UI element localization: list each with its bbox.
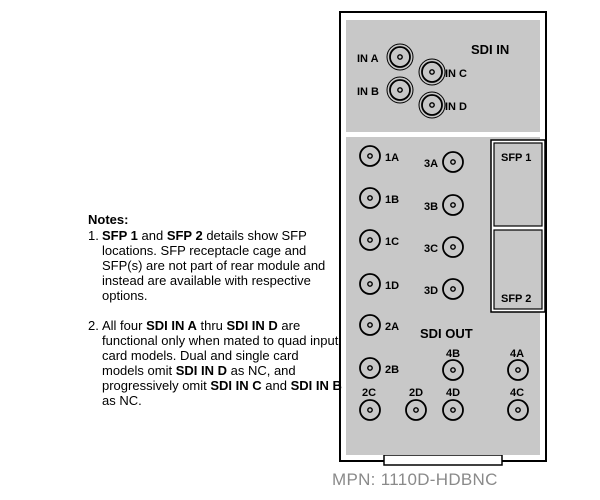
note-fragment: and bbox=[137, 228, 167, 243]
sdi-in-title: SDI IN bbox=[471, 42, 509, 57]
output-label-3c: 3C bbox=[424, 243, 438, 255]
bnc-out-4b bbox=[442, 359, 464, 381]
output-label-3b: 3B bbox=[424, 201, 438, 213]
bnc-out-2c bbox=[359, 399, 381, 421]
bnc-in-c bbox=[418, 58, 446, 86]
note-emphasis: SDI IN D bbox=[226, 318, 278, 333]
note-2: 2. All four SDI IN A thru SDI IN D are f… bbox=[88, 318, 344, 408]
bnc-out-2d bbox=[405, 399, 427, 421]
sfp-1-slot bbox=[493, 142, 543, 227]
bnc-out-3b bbox=[442, 194, 464, 216]
note-number: 1. bbox=[88, 228, 99, 243]
output-label-2b: 2B bbox=[385, 364, 399, 376]
bnc-in-d bbox=[418, 91, 446, 119]
input-label-d: IN D bbox=[445, 101, 467, 113]
output-label-3a: 3A bbox=[424, 158, 438, 170]
output-label-4c: 4C bbox=[510, 387, 524, 399]
sdi-in-area bbox=[346, 20, 540, 132]
note-fragment: and bbox=[261, 378, 291, 393]
note-emphasis: SDI IN D bbox=[175, 363, 227, 378]
bnc-out-1c bbox=[359, 229, 381, 251]
output-label-2a: 2A bbox=[385, 321, 399, 333]
bnc-out-2b bbox=[359, 357, 381, 379]
bnc-out-3d bbox=[442, 278, 464, 300]
note-text: SFP 1 and SFP 2 details show SFP locatio… bbox=[102, 228, 344, 303]
output-label-1a: 1A bbox=[385, 152, 399, 164]
bnc-in-a bbox=[386, 43, 414, 71]
bnc-out-4a bbox=[507, 359, 529, 381]
sfp-2-label: SFP 2 bbox=[501, 293, 531, 305]
bnc-out-3a bbox=[442, 151, 464, 173]
output-label-1c: 1C bbox=[385, 236, 399, 248]
note-fragment: All four bbox=[102, 318, 147, 333]
output-label-3d: 3D bbox=[424, 285, 438, 297]
sdi-out-title: SDI OUT bbox=[420, 326, 473, 341]
output-label-1d: 1D bbox=[385, 280, 399, 292]
note-fragment: as NC. bbox=[102, 393, 142, 408]
input-label-b: IN B bbox=[357, 86, 379, 98]
output-label-4d: 4D bbox=[446, 387, 460, 399]
bnc-out-4c bbox=[507, 399, 529, 421]
output-label-4a: 4A bbox=[510, 348, 524, 360]
output-label-1b: 1B bbox=[385, 194, 399, 206]
note-emphasis: SDI IN C bbox=[210, 378, 262, 393]
note-fragment: details show SFP locations. SFP receptac… bbox=[102, 228, 326, 303]
bnc-out-1a bbox=[359, 145, 381, 167]
note-text: All four SDI IN A thru SDI IN D are func… bbox=[102, 318, 344, 408]
bnc-out-3c bbox=[442, 236, 464, 258]
note-emphasis: SDI IN B bbox=[290, 378, 342, 393]
module-bottom-tab bbox=[383, 454, 503, 466]
sfp-2-slot bbox=[493, 229, 543, 310]
note-fragment: are functional only when mated to quad i… bbox=[102, 318, 339, 378]
note-emphasis: SFP 1 bbox=[102, 228, 138, 243]
note-emphasis: SDI IN A bbox=[146, 318, 197, 333]
note-1: 1. SFP 1 and SFP 2 details show SFP loca… bbox=[88, 228, 344, 303]
bnc-out-1b bbox=[359, 187, 381, 209]
note-fragment: as NC, and progressively omit bbox=[102, 363, 296, 393]
bnc-in-b bbox=[386, 76, 414, 104]
notes-block: Notes: 1. SFP 1 and SFP 2 details show S… bbox=[88, 212, 344, 408]
bnc-out-4d bbox=[442, 399, 464, 421]
output-label-2c: 2C bbox=[362, 387, 376, 399]
output-label-4b: 4B bbox=[446, 348, 460, 360]
note-fragment: thru bbox=[196, 318, 227, 333]
bnc-connectors bbox=[359, 43, 529, 421]
note-emphasis: SFP 2 bbox=[166, 228, 203, 243]
bnc-out-1d bbox=[359, 273, 381, 295]
sfp-1-label: SFP 1 bbox=[501, 152, 531, 164]
notes-title: Notes: bbox=[88, 212, 129, 227]
bnc-out-2a bbox=[359, 314, 381, 336]
input-label-c: IN C bbox=[445, 68, 467, 80]
output-label-2d: 2D bbox=[409, 387, 423, 399]
part-number-label: MPN: 1110D-HDBNC bbox=[332, 470, 498, 489]
note-number: 2. bbox=[88, 318, 99, 333]
input-label-a: IN A bbox=[357, 53, 379, 65]
